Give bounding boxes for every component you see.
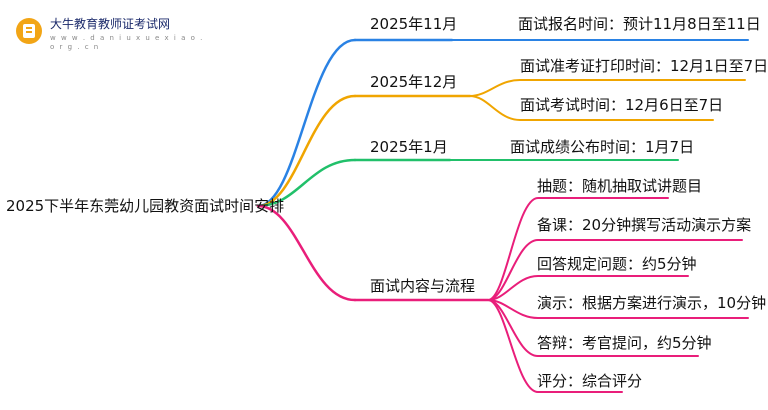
branch-label: 2025年1月 <box>370 138 448 156</box>
branch-label: 2025年12月 <box>370 73 458 91</box>
leaf-label: 备课：20分钟撰写活动演示方案 <box>537 216 752 234</box>
leaf-label: 评分：综合评分 <box>537 372 643 390</box>
leaf-label: 面试报名时间：预计11月8日至11日 <box>518 15 761 33</box>
site-logo: 大牛教育教师证考试网 w w w . d a n i u x u e x i a… <box>8 12 208 52</box>
logo-url: w w w . d a n i u x u e x i a o . o r g … <box>50 34 204 51</box>
branch-label: 面试内容与流程 <box>370 277 476 295</box>
leaf-label: 回答规定问题：约5分钟 <box>537 255 697 273</box>
book-logo-icon <box>16 18 42 44</box>
leaf-connector <box>487 239 743 301</box>
leaf-connector <box>469 79 746 97</box>
leaf-connector <box>469 95 714 121</box>
logo-name: 大牛教育教师证考试网 <box>50 17 171 31</box>
leaf-label: 面试考试时间：12月6日至7日 <box>520 96 724 114</box>
branch-connector <box>256 94 357 208</box>
mindmap-canvas <box>256 38 749 393</box>
branch-connector <box>256 38 357 208</box>
leaf-connector <box>487 275 689 301</box>
branch-label: 2025年11月 <box>370 15 458 33</box>
leaf-label: 抽题：随机抽取试讲题目 <box>537 177 703 195</box>
root-topic: 2025下半年东莞幼儿园教资面试时间安排 <box>6 197 285 215</box>
leaf-label: 答辩：考官提问，约5分钟 <box>537 334 712 352</box>
leaf-connector <box>487 197 669 301</box>
branch-connector <box>256 158 357 208</box>
leaf-connector <box>487 299 623 393</box>
leaf-label: 面试准考证打印时间：12月1日至7日 <box>520 57 768 75</box>
leaf-label: 面试成绩公布时间：1月7日 <box>510 138 695 156</box>
leaf-label: 演示：根据方案进行演示，10分钟 <box>537 294 767 312</box>
branch-connector <box>256 204 357 302</box>
